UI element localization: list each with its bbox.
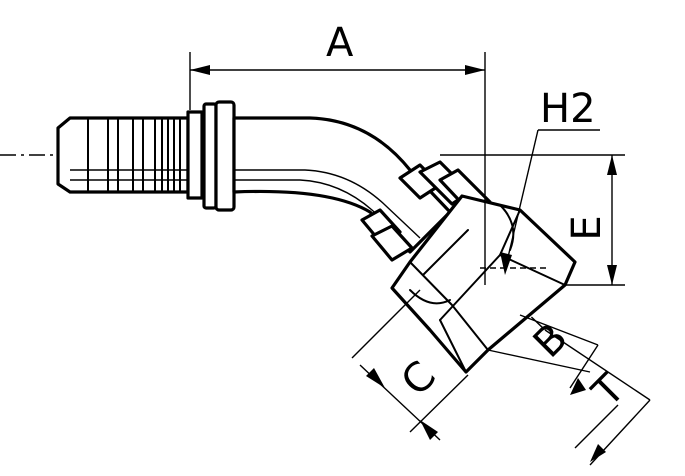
dimension-t bbox=[544, 329, 651, 466]
dimension-c bbox=[351, 289, 469, 441]
dimension-e bbox=[607, 155, 617, 285]
collar bbox=[186, 100, 236, 212]
bent-tube bbox=[232, 116, 452, 254]
hose-tail bbox=[56, 116, 190, 194]
dimension-a bbox=[189, 52, 486, 285]
label-e: E bbox=[564, 215, 610, 240]
leader-h2 bbox=[500, 129, 600, 275]
label-c: C bbox=[393, 353, 445, 405]
label-h2: H2 bbox=[540, 86, 596, 132]
swivel-nut bbox=[390, 194, 577, 374]
label-a: A bbox=[326, 20, 354, 66]
dimension-b bbox=[487, 314, 599, 395]
